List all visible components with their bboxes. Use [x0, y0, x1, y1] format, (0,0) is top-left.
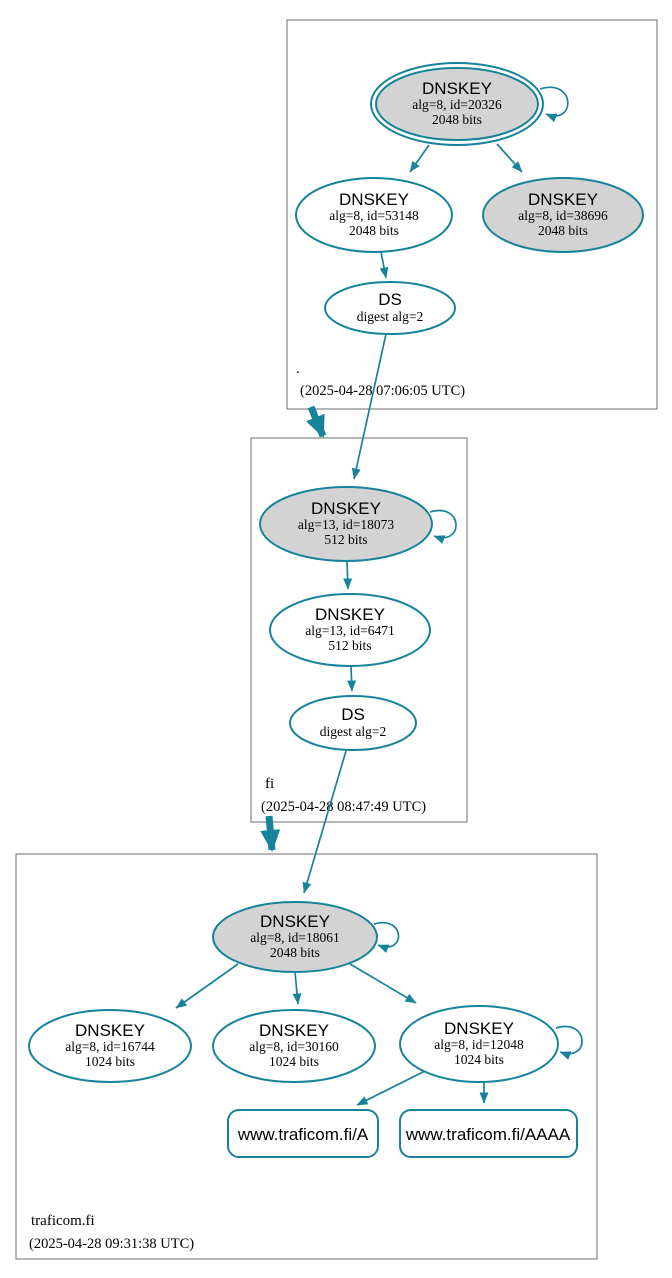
dnskey-30160-bits: 1024 bits: [269, 1054, 319, 1069]
rrset-a-box: [227, 1109, 379, 1158]
zone-timestamp-traficom-fi: (2025-04-28 09:31:38 UTC): [29, 1236, 194, 1252]
zone-timestamp-root: (2025-04-28 07:06:05 UTC): [300, 383, 465, 399]
zone-label-root: .: [296, 361, 300, 377]
dnskey-12048-alg: alg=8, id=12048: [434, 1037, 524, 1052]
dnskey-node-12048: DNSKEY alg=8, id=12048 1024 bits: [399, 1005, 559, 1083]
dnskey-6471-title: DNSKEY: [315, 605, 385, 624]
dnskey-53148-bits: 2048 bits: [349, 223, 399, 238]
edge-ksk18061-to-key16744: [175, 963, 239, 1009]
zone-label-traficom-fi: traficom.fi: [31, 1213, 95, 1229]
edge-ksk20326-to-zsk53148: [409, 144, 430, 173]
ds-node-root: DS digest alg=2: [324, 281, 456, 335]
dnskey-node-53148: DNSKEY alg=8, id=53148 2048 bits: [295, 177, 453, 253]
dnskey-53148-alg: alg=8, id=53148: [329, 208, 419, 223]
dnskey-53148-ellipse: [295, 177, 453, 253]
dnskey-20326-title: DNSKEY: [422, 79, 492, 98]
ds-node-fi: DS digest alg=2: [289, 695, 417, 751]
dnskey-node-16744: DNSKEY alg=8, id=16744 1024 bits: [28, 1009, 192, 1083]
self-loop-ksk18073: [429, 509, 457, 544]
dnskey-30160-alg: alg=8, id=30160: [249, 1039, 339, 1054]
dnskey-20326-alg: alg=8, id=20326: [412, 97, 502, 112]
dnskey-12048-ellipse: [399, 1005, 559, 1083]
edge-ksk18073-to-zsk6471: [343, 560, 353, 590]
rrset-a-label: www.traficom.fi/A: [237, 1125, 369, 1144]
delegation-arrow-fi-to-traficom: [260, 815, 281, 852]
edge-key12048-to-rr-a: [356, 1069, 428, 1106]
dnskey-node-6471: DNSKEY alg=13, id=6471 512 bits: [269, 593, 431, 667]
edge-ds-root-to-fi-ksk18073: [351, 333, 387, 480]
dnskey-20326-bits: 2048 bits: [432, 112, 482, 127]
self-loop-ksk20326: [539, 86, 569, 123]
edge-zsk6471-to-ds-fi: [347, 665, 357, 692]
zone-timestamp-fi: (2025-04-28 08:47:49 UTC): [261, 799, 426, 815]
dnskey-18061-ellipse: [212, 901, 378, 973]
rrset-aaaa-box: [399, 1109, 578, 1158]
edge-ds-fi-to-traficom-ksk18061: [302, 750, 347, 894]
self-loop-key12048: [555, 1025, 583, 1060]
edge-ksk18061-to-key30160: [292, 971, 302, 1005]
dnskey-38696-alg: alg=8, id=38696: [518, 208, 608, 223]
rrset-node-www-traficom-fi-aaaa: www.traficom.fi/AAAA: [399, 1109, 578, 1158]
ds-root-title: DS: [378, 290, 402, 309]
delegation-arrow-root-to-fi: [306, 405, 327, 438]
dnskey-18073-title: DNSKEY: [311, 499, 381, 518]
ds-fi-ellipse: [289, 695, 417, 751]
rrset-aaaa-label: www.traficom.fi/AAAA: [405, 1125, 571, 1144]
dnskey-18061-title: DNSKEY: [260, 912, 330, 931]
ds-fi-digest: digest alg=2: [320, 724, 386, 739]
dnskey-12048-title: DNSKEY: [444, 1019, 514, 1038]
edge-ksk20326-to-key38696: [496, 143, 523, 173]
dnskey-30160-ellipse: [212, 1009, 376, 1083]
dnskey-6471-bits: 512 bits: [328, 638, 371, 653]
dnskey-node-30160: DNSKEY alg=8, id=30160 1024 bits: [212, 1009, 376, 1083]
dnskey-18073-bits: 512 bits: [324, 532, 367, 547]
dnskey-node-18061: DNSKEY alg=8, id=18061 2048 bits: [212, 901, 378, 973]
dnskey-6471-alg: alg=13, id=6471: [305, 623, 394, 638]
dnskey-18061-bits: 2048 bits: [270, 945, 320, 960]
dnskey-30160-title: DNSKEY: [259, 1021, 329, 1040]
dnskey-16744-alg: alg=8, id=16744: [65, 1039, 155, 1054]
ds-fi-title: DS: [341, 705, 365, 724]
dnskey-38696-bits: 2048 bits: [538, 223, 588, 238]
edge-ksk18061-to-key12048: [349, 963, 417, 1004]
dnskey-6471-ellipse: [269, 593, 431, 667]
dnskey-node-38696: DNSKEY alg=8, id=38696 2048 bits: [482, 177, 644, 253]
dnskey-16744-bits: 1024 bits: [85, 1054, 135, 1069]
dnskey-16744-ellipse: [28, 1009, 192, 1083]
ds-root-digest: digest alg=2: [357, 309, 423, 324]
dnskey-38696-ellipse: [482, 177, 644, 253]
edge-zsk53148-to-ds-root: [379, 251, 389, 279]
dnskey-18073-ellipse: [259, 486, 433, 562]
dnskey-16744-title: DNSKEY: [75, 1021, 145, 1040]
dnskey-53148-title: DNSKEY: [339, 190, 409, 209]
graph-edges: [175, 86, 583, 1106]
dnskey-20326-inner-ring: [375, 67, 539, 141]
dnskey-18073-alg: alg=13, id=18073: [298, 517, 394, 532]
self-loop-ksk18061: [373, 921, 400, 954]
rrset-node-www-traficom-fi-a: www.traficom.fi/A: [227, 1109, 379, 1158]
dnskey-node-20326: DNSKEY alg=8, id=20326 2048 bits: [370, 62, 544, 146]
dnskey-node-18073: DNSKEY alg=13, id=18073 512 bits: [259, 486, 433, 562]
dnskey-12048-bits: 1024 bits: [454, 1052, 504, 1067]
zone-label-fi: fi: [265, 776, 274, 792]
dnskey-38696-title: DNSKEY: [528, 190, 598, 209]
ds-root-ellipse: [324, 281, 456, 335]
dnskey-18061-alg: alg=8, id=18061: [250, 930, 339, 945]
